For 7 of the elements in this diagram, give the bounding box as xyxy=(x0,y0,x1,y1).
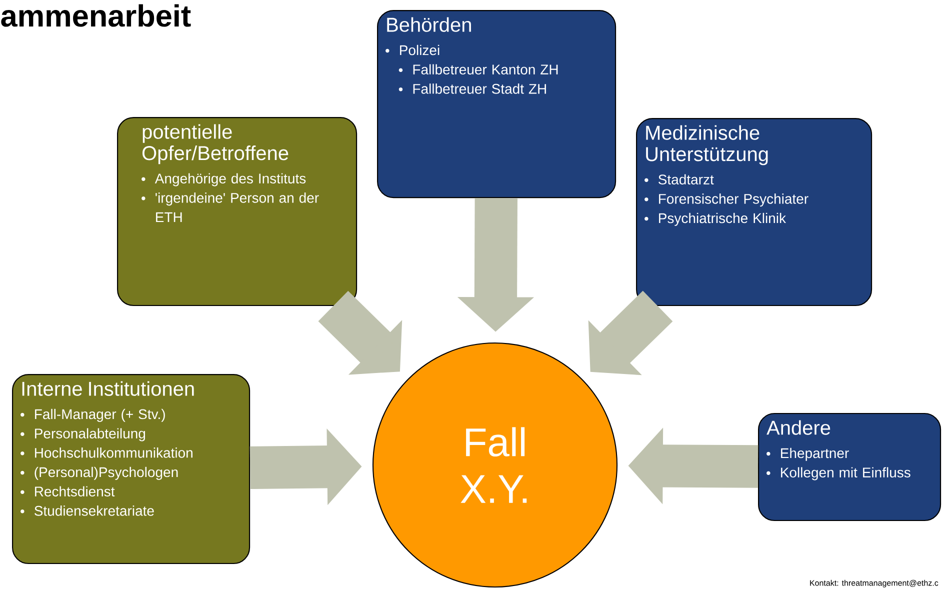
category-box: potentielle Opfer/Betroffene Angehörige des Instituts 'irgendeine' Person an der ETH xyxy=(117,117,358,306)
category-box: Behörden Polizei Fallbetreuer Kanton ZH Fallbetreuer Stadt ZH xyxy=(377,10,616,198)
category-box: Interne Institutionen Fall-Manager (+ Stv.) Personalabteilung Hochschulkommunikation (Personal)Psychologen Rechtsdienst Studiensekretariate xyxy=(12,374,250,564)
category-box: Medizinische Unterstützung Stadtarzt Forensischer Psychiater Psychiatrische Klinik xyxy=(636,118,872,306)
category-box: Andere Ehepartner Kollegen mit Einfluss xyxy=(758,413,942,522)
title: ammenarbeit xyxy=(1,4,191,27)
contact-note: Kontakt: threatmanagement@ethz.c xyxy=(810,580,938,588)
